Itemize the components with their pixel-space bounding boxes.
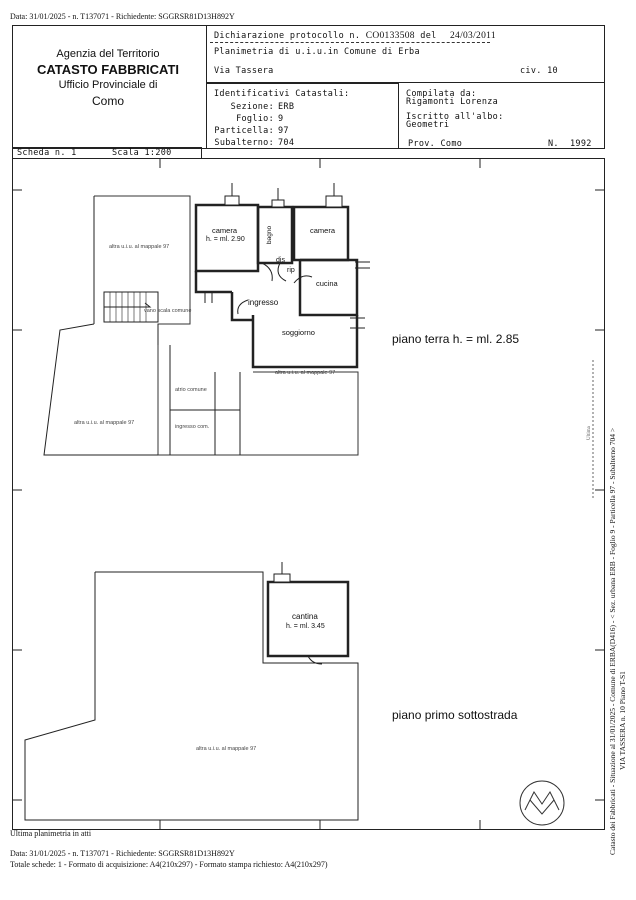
- label-altra-uiu-bottom: altra u.i.u. al mappale 97: [196, 746, 257, 752]
- subalterno-label: Subalterno:: [214, 138, 274, 148]
- protocol-divider: [210, 42, 490, 43]
- room-bagno: bagno: [266, 225, 273, 244]
- label-ingresso-com: ingresso com.: [175, 424, 210, 430]
- agency-ufficio: Ufficio Provinciale di: [58, 79, 158, 91]
- footer-format-line: Totale schede: 1 - Formato di acquisizio…: [10, 860, 328, 869]
- compilata-name: Rigamonti Lorenza: [406, 97, 499, 107]
- subalterno-value: 704: [278, 138, 295, 148]
- room-soggiorno: soggiorno: [282, 328, 315, 337]
- via-line: Via Tassera: [214, 66, 274, 76]
- compilata-title: Compilata da:: [406, 89, 477, 99]
- room-rip: rip: [287, 267, 295, 274]
- scheda-label: Scheda n. 1: [17, 148, 77, 158]
- particella-value: 97: [278, 126, 289, 136]
- del-label: del: [420, 31, 437, 41]
- foglio-label: Foglio:: [236, 114, 274, 124]
- room-camera-1-height: h. = ml. 2.90: [206, 236, 245, 243]
- albo-value: Geometri: [406, 120, 450, 130]
- floor-label-piano-terra: piano terra h. = ml. 2.85: [392, 332, 520, 346]
- room-cantina-height: h. = ml. 3.45: [286, 623, 325, 630]
- agency-block: Agenzia del Territorio CATASTO FABBRICAT…: [18, 48, 198, 108]
- top-request-line: Data: 31/01/2025 - n. T137071 - Richiede…: [10, 12, 235, 21]
- prov-label: Prov. Como: [408, 139, 463, 149]
- identificativi-box: [206, 83, 399, 149]
- label-vano-scala: vano scala comune: [144, 308, 192, 314]
- room-cucina: cucina: [316, 279, 338, 288]
- identificativi-title: Identificativi Catastali:: [214, 89, 350, 99]
- agency-city: Como: [91, 94, 124, 108]
- particella-label: Particella:: [214, 126, 274, 136]
- sezione-value: ERB: [278, 102, 295, 112]
- footer-request-line: Data: 31/01/2025 - n. T137071 - Richiede…: [10, 849, 235, 858]
- side-ruler-label: Ultima: [587, 426, 592, 440]
- planimetria-line: Planimetria di u.i.u.in Comune di Erba: [214, 47, 420, 57]
- compass-logo: [519, 780, 565, 826]
- label-altra-uiu-1: altra u.i.u. al mappale 97: [109, 244, 170, 250]
- agency-catasto: CATASTO FABBRICATI: [36, 62, 180, 77]
- room-camera-2: camera: [310, 226, 336, 235]
- iscritto-label: Iscritto all'albo:: [406, 112, 504, 122]
- label-altra-uiu-2: altra u.i.u. al mappale 97: [275, 370, 336, 376]
- foglio-value: 9: [278, 114, 284, 124]
- civ-line: civ. 10: [520, 66, 558, 76]
- dichiarazione-label: Dichiarazione protocollo n.: [214, 31, 361, 41]
- del-value: 24/03/2011: [449, 31, 496, 41]
- room-camera-1: camera: [212, 226, 238, 235]
- scala-label: Scala 1:200: [112, 148, 172, 158]
- side-text-line-1: Catasto dei Fabbricati - Situazione al 3…: [608, 427, 617, 855]
- n-label: N.: [548, 139, 559, 149]
- drawing-frame: [12, 158, 605, 830]
- protocol-line: Dichiarazione protocollo n. CO0133508 de…: [214, 31, 496, 41]
- protocol-box: [206, 25, 605, 83]
- floor-label-piano-sottostrada: piano primo sottostrada: [392, 708, 518, 722]
- side-text-line-2: VIA TASSERA n. 10 Piano T-S1: [618, 671, 627, 770]
- ultima-planimetria: Ultima planimetria in atti: [10, 829, 92, 838]
- label-altra-uiu-3: altra u.i.u. al mappale 97: [74, 420, 135, 426]
- label-atrio-comune: atrio comune: [175, 387, 207, 393]
- room-ingresso: ingresso: [248, 298, 279, 307]
- n-value: 1992: [570, 139, 592, 149]
- room-cantina: cantina: [292, 612, 318, 621]
- agency-name: Agenzia del Territorio: [56, 48, 160, 60]
- dichiarazione-value: CO0133508: [365, 31, 415, 41]
- room-dis: dis: [276, 257, 285, 264]
- sezione-label: Sezione:: [230, 102, 274, 112]
